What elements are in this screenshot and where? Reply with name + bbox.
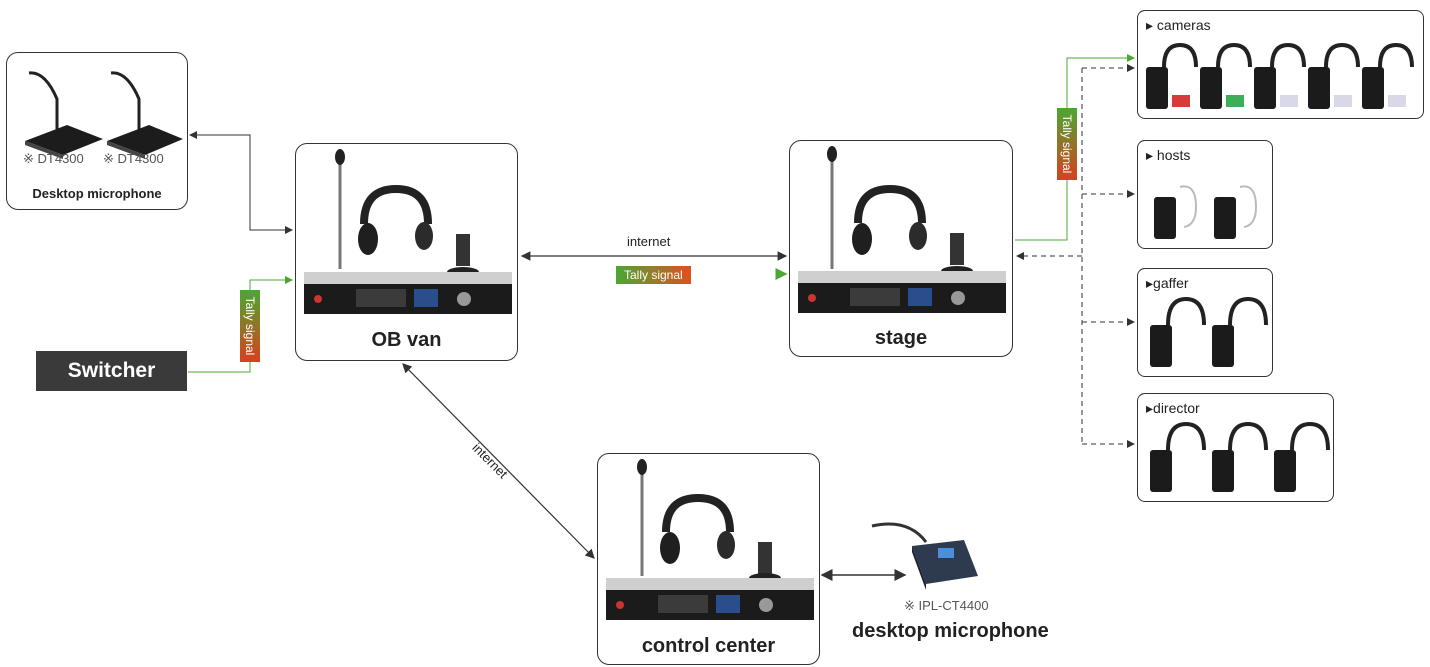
ipl-ct4400-model: ※ IPL-CT4400 <box>904 598 989 613</box>
control-center-box: control center <box>597 453 820 665</box>
control-center-title: control center <box>641 635 776 657</box>
cameras-beltpacks-icon <box>1146 42 1414 109</box>
director-beltpacks-icon <box>1150 421 1330 492</box>
switcher-box: Switcher <box>36 351 187 391</box>
stage-tally-label: Tally signal <box>1057 108 1077 180</box>
desktop-mic-1-model: ※ DT4300 <box>23 151 84 166</box>
mic-ob-link <box>189 131 293 234</box>
cameras-title: ▸ cameras <box>1146 17 1211 33</box>
hosts-beltpacks-icon <box>1154 185 1258 239</box>
cameras-group: ▸ cameras <box>1137 10 1424 119</box>
desktop-mic-2-model: ※ DT4300 <box>103 151 164 166</box>
ct-mic-title: desktop microphone <box>852 620 1049 642</box>
ob-van-box: OB van <box>295 143 518 361</box>
gaffer-beltpacks-icon <box>1150 296 1268 367</box>
internet-label-ob-stage: internet <box>627 234 671 249</box>
director-title: ▸director <box>1146 400 1200 416</box>
desktop-microphone-box: ※ DT4300 ※ DT4300 Desktop microphone <box>6 52 188 210</box>
hosts-group: ▸ hosts <box>1137 140 1273 249</box>
desktop-mic-1-icon <box>25 71 103 159</box>
gaffer-title: ▸gaffer <box>1146 275 1189 291</box>
desktop-mic-title: Desktop microphone <box>32 186 162 201</box>
hosts-title: ▸ hosts <box>1146 147 1191 163</box>
stage-box: stage <box>789 140 1013 357</box>
desktop-mic-2-icon <box>107 71 183 159</box>
switcher-tally-label: Tally signal <box>240 290 260 362</box>
ob-control-internet-link <box>402 363 595 559</box>
ob-van-device-icon <box>304 149 512 314</box>
ob-van-title: OB van <box>371 329 442 351</box>
ipl-ct4400-mic-icon <box>871 522 978 590</box>
control-center-device-icon <box>606 459 814 620</box>
stage-device-icon <box>798 146 1006 313</box>
desktop-mic-images <box>25 71 183 159</box>
tally-label-ob-stage: Tally signal <box>616 266 691 284</box>
gaffer-group: ▸gaffer <box>1137 268 1273 377</box>
stage-title: stage <box>874 327 928 349</box>
director-group: ▸director <box>1137 393 1334 502</box>
